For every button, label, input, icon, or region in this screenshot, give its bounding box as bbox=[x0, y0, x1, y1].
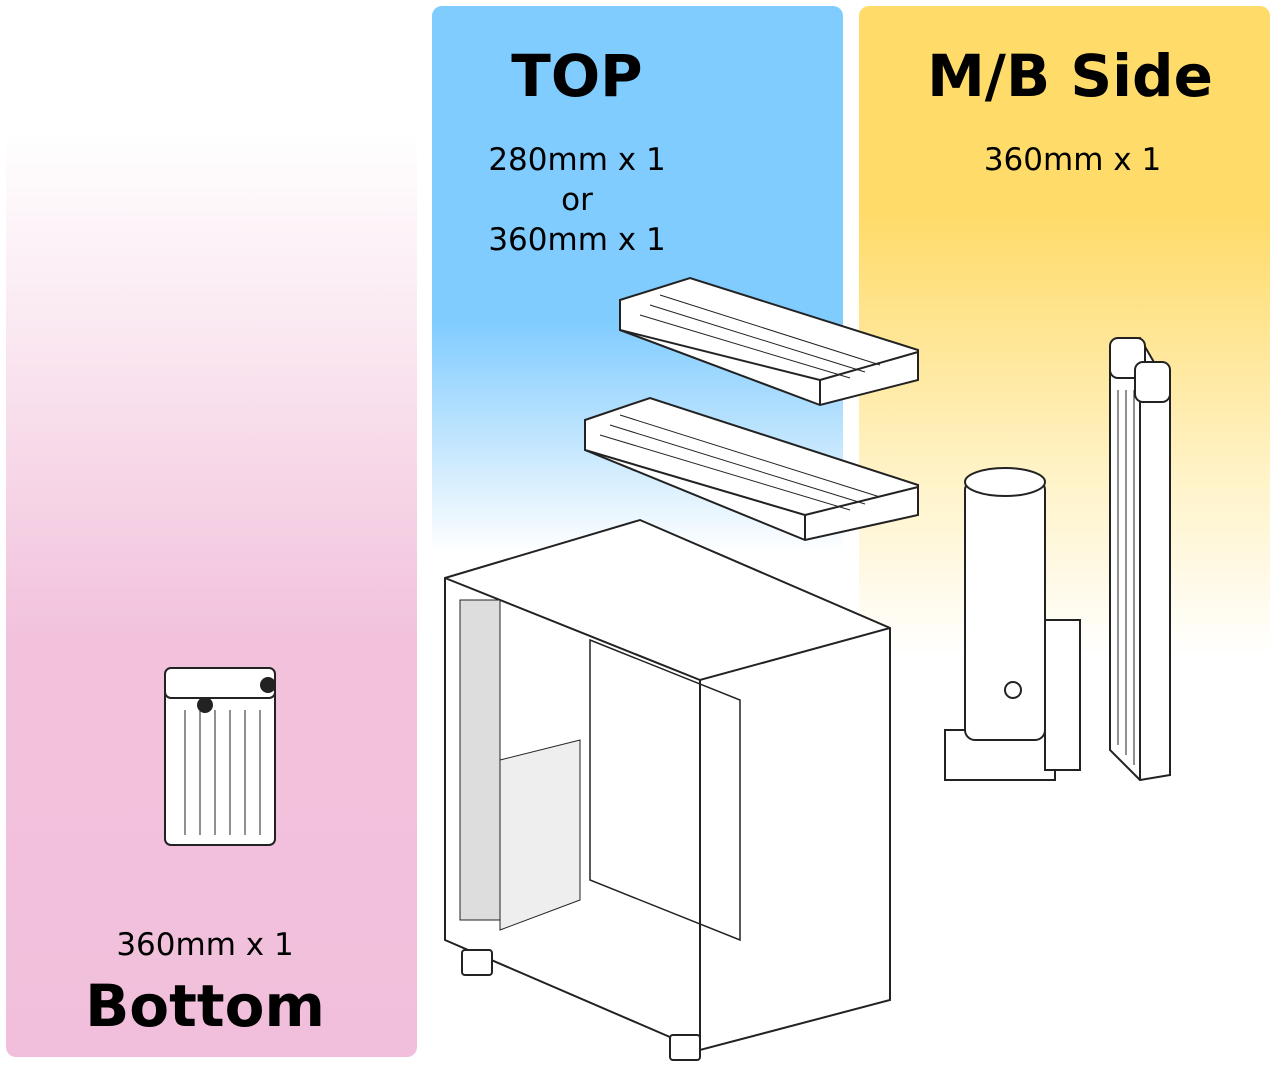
top-title: TOP bbox=[511, 42, 643, 110]
side-radiator-image bbox=[1109, 336, 1171, 782]
reservoir-pump-image bbox=[944, 467, 1081, 781]
bottom-spec: 360mm x 1 bbox=[116, 927, 294, 963]
bottom-panel bbox=[6, 6, 417, 1057]
mb-side-panel bbox=[859, 6, 1270, 1057]
pc-case-image bbox=[444, 518, 891, 1061]
top-spec-280: 280mm x 1 bbox=[488, 142, 666, 178]
top-radiator-280-image bbox=[619, 276, 919, 407]
mb-side-spec: 360mm x 1 bbox=[983, 142, 1162, 178]
top-spec-360: 360mm x 1 bbox=[488, 222, 666, 258]
top-spec-or: or bbox=[561, 182, 593, 218]
bottom-radiator-image bbox=[164, 667, 276, 846]
mb-side-title: M/B Side bbox=[927, 42, 1213, 110]
bottom-title: Bottom bbox=[85, 972, 325, 1040]
top-radiator-360-image bbox=[584, 396, 919, 542]
